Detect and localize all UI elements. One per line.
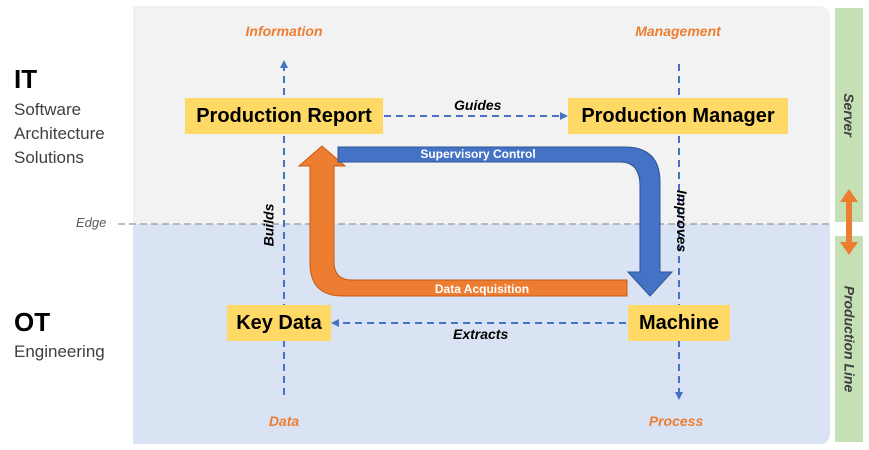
management-label: Management — [635, 23, 721, 39]
supervisory-control-arrow — [337, 146, 674, 297]
edge-label: Edge — [76, 215, 107, 230]
production-report-box: Production Report — [185, 98, 383, 134]
ot-subtitle: Engineering — [14, 342, 105, 361]
production-manager-box: Production Manager — [568, 98, 788, 134]
it-subtitle: Software Architecture Solutions — [14, 100, 105, 167]
extracts-label: Extracts — [453, 326, 509, 342]
key-data-box: Key Data — [227, 305, 331, 341]
ot-title: OT — [14, 307, 51, 337]
improves-label: Improves — [674, 189, 691, 253]
data-label: Data — [268, 413, 300, 429]
guides-label: Guides — [454, 97, 502, 113]
server-production-double-arrow — [840, 189, 858, 255]
data-acquisition-label: Data Acquisition — [434, 282, 530, 296]
server-band: Server — [835, 8, 863, 222]
builds-label: Builds — [260, 203, 277, 247]
it-title: IT — [14, 64, 38, 94]
data-acquisition-arrow — [297, 145, 628, 297]
machine-box: Machine — [628, 305, 730, 341]
information-label: Information — [245, 23, 323, 39]
supervisory-control-label: Supervisory Control — [420, 147, 536, 161]
process-label: Process — [648, 413, 704, 429]
production-line-band: Production Line — [835, 236, 863, 442]
